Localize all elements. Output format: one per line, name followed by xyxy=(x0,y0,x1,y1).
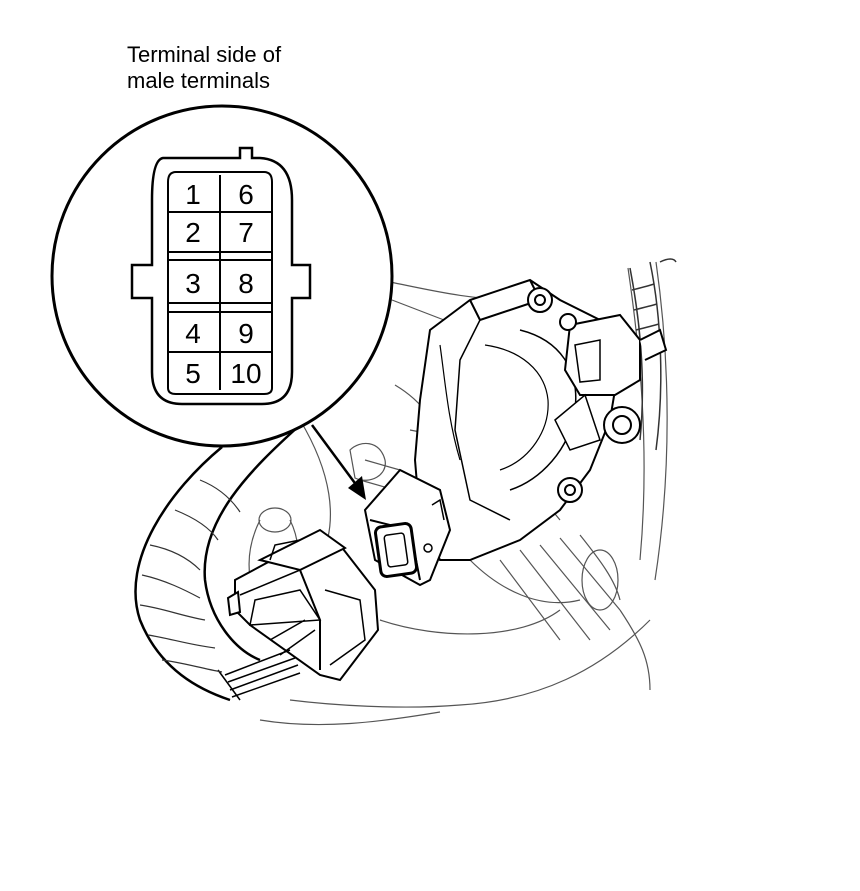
pin-label: 10 xyxy=(230,358,261,389)
pin-label: 9 xyxy=(238,318,254,349)
pin-label: 4 xyxy=(185,318,201,349)
harness-tube xyxy=(134,424,301,702)
connector-inner-outline xyxy=(167,171,273,395)
callout-arrow xyxy=(310,424,366,500)
harness-tube-ribs xyxy=(139,479,241,673)
pin-label: 2 xyxy=(185,217,201,248)
pin-numbers-right: 6 7 8 9 10 xyxy=(230,179,261,389)
switch-connector xyxy=(363,468,452,587)
range-switch-body xyxy=(413,278,668,561)
pin-label: 8 xyxy=(238,268,254,299)
connector-wires xyxy=(217,619,316,701)
pin-numbers-left: 1 2 3 4 5 xyxy=(185,179,201,389)
pin-label: 3 xyxy=(185,268,201,299)
pin-label: 6 xyxy=(238,179,254,210)
diagram-caption: Terminal side of male terminals xyxy=(127,42,281,94)
connector-face xyxy=(130,146,312,406)
pin-label: 7 xyxy=(238,217,254,248)
pin-label: 1 xyxy=(185,179,201,210)
caption-line-2: male terminals xyxy=(127,68,271,93)
callout-circle xyxy=(50,104,394,448)
harness-connector xyxy=(226,528,380,682)
caption-line-1: Terminal side of xyxy=(127,42,282,67)
pin-label: 5 xyxy=(185,358,201,389)
